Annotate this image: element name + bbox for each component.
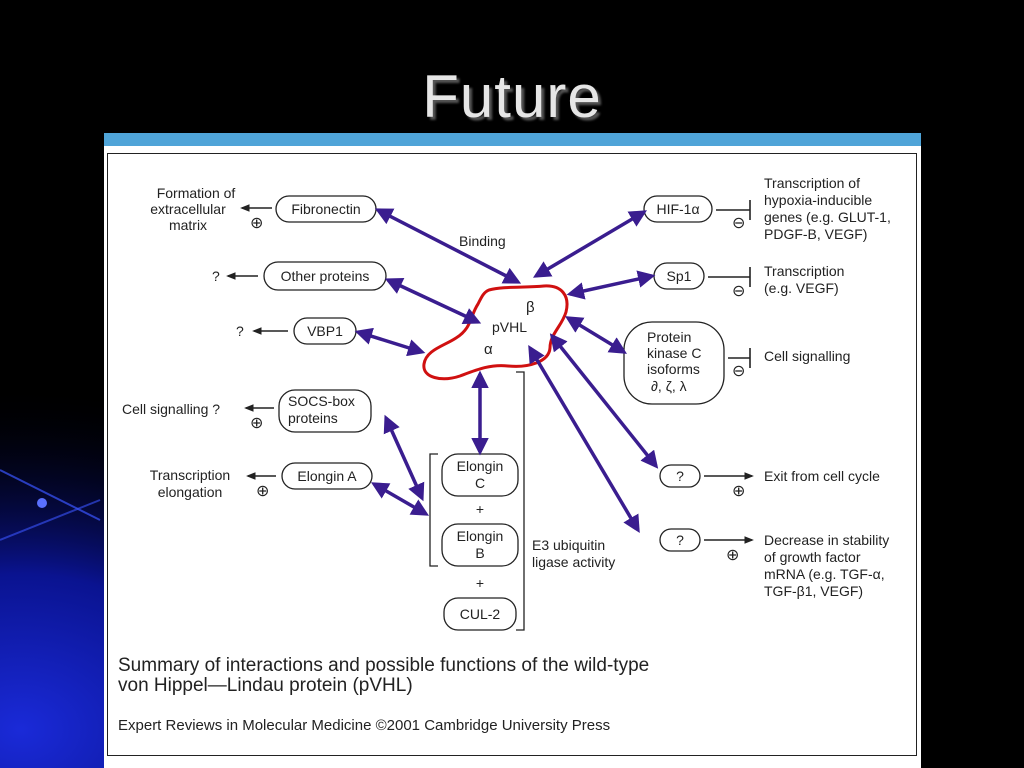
svg-text:Sp1: Sp1 bbox=[667, 268, 692, 284]
sp1-node: Sp1 bbox=[653, 262, 705, 290]
pkc-node: Protein kinase C isoforms ∂, ζ, λ bbox=[623, 321, 725, 405]
cell-cycle-plus: ⊕ bbox=[732, 483, 745, 500]
decrease-label-3: mRNA (e.g. TGF-α, bbox=[764, 566, 885, 582]
arrow-mrna bbox=[528, 344, 640, 534]
elongation-label-1: Transcription bbox=[150, 467, 230, 483]
sp1-minus: ⊖ bbox=[732, 283, 745, 300]
hif-minus: ⊖ bbox=[732, 215, 745, 232]
arrow-socs bbox=[383, 414, 425, 502]
svg-text:?: ? bbox=[676, 532, 684, 548]
decrease-label-1: Decrease in stability bbox=[764, 532, 889, 548]
other-proteins-output: ? bbox=[212, 268, 220, 284]
ecm-label-1: Formation of bbox=[157, 185, 236, 201]
arrow-pkc bbox=[565, 316, 627, 354]
sp1-output-1: Transcription bbox=[764, 263, 844, 279]
elongin-c-node: Elongin C bbox=[441, 453, 519, 497]
arrow-other-proteins bbox=[384, 277, 482, 325]
svg-text:Elongin: Elongin bbox=[457, 528, 504, 544]
plus-cb: + bbox=[476, 501, 484, 517]
svg-text:Elongin A: Elongin A bbox=[297, 468, 357, 484]
hif-output-1: Transcription of bbox=[764, 175, 860, 191]
caption-line-2: von Hippel—Lindau protein (pVHL) bbox=[118, 675, 413, 696]
figure-frame bbox=[107, 153, 917, 756]
beta-label: β bbox=[526, 299, 535, 316]
hif1a-node: HIF-1α bbox=[643, 195, 713, 223]
ecm-plus: ⊕ bbox=[250, 215, 263, 232]
svg-text:B: B bbox=[475, 545, 484, 561]
svg-text:Elongin: Elongin bbox=[457, 458, 504, 474]
svg-text:isoforms: isoforms bbox=[647, 361, 700, 377]
svg-text:HIF-1α: HIF-1α bbox=[656, 201, 699, 217]
svg-text:C: C bbox=[475, 475, 485, 491]
hif-output-2: hypoxia-inducible bbox=[764, 192, 872, 208]
alpha-label: α bbox=[484, 341, 493, 358]
elongin-a-node: Elongin A bbox=[281, 462, 373, 490]
mrna-plus: ⊕ bbox=[726, 547, 739, 564]
fibronectin-node: Fibronectin bbox=[275, 195, 377, 223]
slide-title: Future bbox=[422, 63, 602, 130]
socs-box-node: SOCS-box proteins bbox=[278, 389, 372, 433]
interaction-arrows bbox=[354, 208, 659, 534]
left-output-arrows bbox=[226, 204, 288, 480]
left-bracket bbox=[429, 453, 438, 567]
socs-output: Cell signalling ? bbox=[122, 401, 220, 417]
svg-text:Protein: Protein bbox=[647, 329, 691, 345]
ecm-label-3: matrix bbox=[169, 217, 207, 233]
svg-text:Fibronectin: Fibronectin bbox=[291, 201, 360, 217]
svg-text:VBP1: VBP1 bbox=[307, 323, 343, 339]
hif-output-4: PDGF-B, VEGF) bbox=[764, 226, 867, 242]
pkc-output: Cell signalling bbox=[764, 348, 850, 364]
unknown-node-mrna: ? bbox=[659, 528, 701, 552]
cul2-node: CUL-2 bbox=[443, 597, 517, 631]
svg-text:SOCS-box: SOCS-box bbox=[288, 393, 355, 409]
hif-output-3: genes (e.g. GLUT-1, bbox=[764, 209, 891, 225]
right-output-arrows bbox=[704, 472, 754, 544]
pkc-minus: ⊖ bbox=[732, 363, 745, 380]
elongation-label-2: elongation bbox=[158, 484, 223, 500]
arrow-sp1 bbox=[566, 270, 656, 300]
caption-line-1: Summary of interactions and possible fun… bbox=[118, 655, 650, 676]
ecm-label-2: extracellular bbox=[150, 201, 226, 217]
exit-cell-cycle-label: Exit from cell cycle bbox=[764, 468, 880, 484]
plus-b-cul2: + bbox=[476, 575, 484, 591]
figure-caption: Summary of interactions and possible fun… bbox=[118, 656, 898, 696]
figure-panel: pVHL β α Binding Fibronectin Other prote… bbox=[104, 146, 921, 768]
arrow-fibronectin bbox=[374, 208, 522, 284]
right-bracket bbox=[516, 371, 525, 631]
arrow-elongin-a bbox=[370, 482, 430, 516]
decrease-label-4: TGF-β1, VEGF) bbox=[764, 583, 863, 599]
unknown-node-cell-cycle: ? bbox=[659, 464, 701, 488]
e3-label-1: E3 ubiquitin bbox=[532, 537, 605, 553]
inhibition-bars bbox=[708, 200, 751, 368]
arrow-vbp1 bbox=[354, 327, 426, 357]
elongation-plus: ⊕ bbox=[256, 483, 269, 500]
svg-text:?: ? bbox=[676, 468, 684, 484]
svg-text:proteins: proteins bbox=[288, 410, 338, 426]
arrow-hif bbox=[532, 210, 648, 278]
svg-text:kinase C: kinase C bbox=[647, 345, 701, 361]
svg-text:Other proteins: Other proteins bbox=[281, 268, 370, 284]
svg-text:CUL-2: CUL-2 bbox=[460, 606, 501, 622]
accent-bar bbox=[104, 133, 921, 146]
sp1-output-2: (e.g. VEGF) bbox=[764, 280, 839, 296]
binding-label: Binding bbox=[459, 233, 506, 249]
pvhl-diagram: pVHL β α Binding Fibronectin Other prote… bbox=[122, 175, 891, 631]
socs-plus: ⊕ bbox=[250, 415, 263, 432]
svg-text:∂, ζ, λ: ∂, ζ, λ bbox=[651, 378, 687, 394]
figure-credit: Expert Reviews in Molecular Medicine ©20… bbox=[118, 717, 611, 734]
elongin-b-node: Elongin B bbox=[441, 523, 519, 567]
other-proteins-node: Other proteins bbox=[263, 261, 387, 291]
pvhl-label: pVHL bbox=[492, 319, 527, 335]
e3-label-2: ligase activity bbox=[532, 554, 615, 570]
vbp1-output: ? bbox=[236, 323, 244, 339]
vbp1-node: VBP1 bbox=[293, 317, 357, 345]
decrease-label-2: of growth factor bbox=[764, 549, 861, 565]
